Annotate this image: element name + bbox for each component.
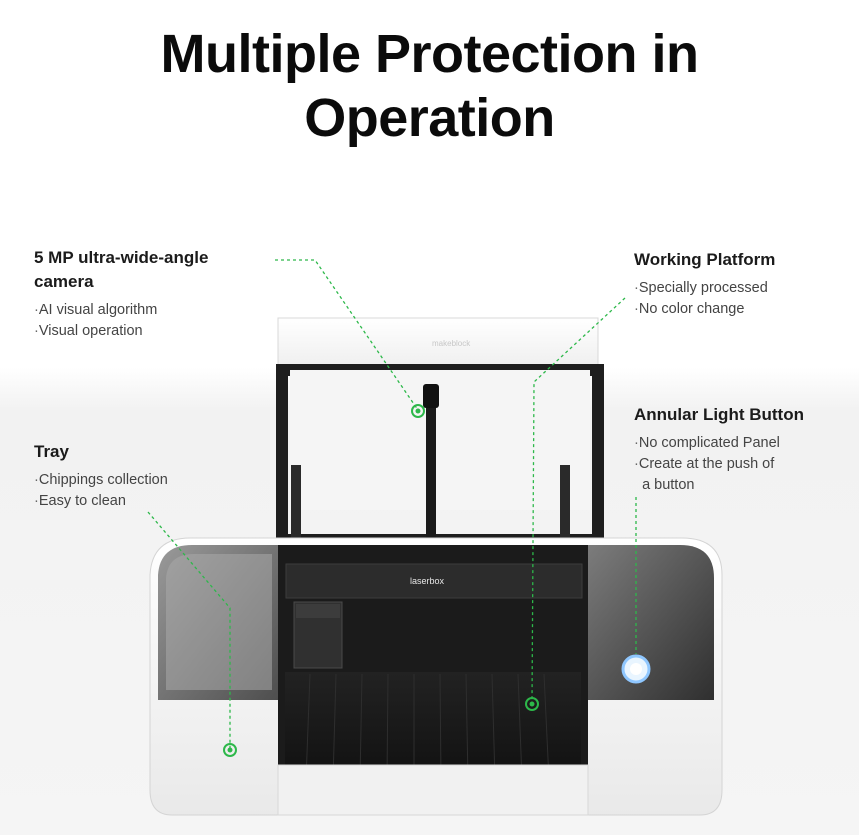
feature-camera-bullets: AI visual algorithm Visual operation: [34, 300, 274, 342]
camera-callout-line: [275, 259, 419, 411]
tray-panel-highlight: [166, 554, 272, 690]
lid-strut-left: [291, 465, 301, 550]
bullet-item: Create at the push of: [634, 454, 854, 475]
feature-light-heading: Annular Light Button: [634, 405, 804, 424]
light-button-center: [630, 663, 642, 675]
front-face: [277, 764, 589, 816]
bullet-item: Easy to clean: [34, 491, 234, 512]
camera-icon: [423, 384, 439, 408]
bullet-item: AI visual algorithm: [34, 300, 274, 321]
page-title: Multiple Protection in Operation: [0, 22, 859, 150]
feature-light-bullets: No complicated Panel Create at the push …: [634, 433, 854, 496]
tray-callout-dot: [223, 743, 237, 757]
tray-callout-line: [147, 511, 231, 749]
gantry: [285, 563, 583, 599]
platform-callout-line: [531, 297, 626, 704]
feature-camera-heading: 5 MP ultra-wide-angle camera: [34, 246, 274, 294]
working-platform: [285, 672, 581, 780]
feature-tray-heading: Tray: [34, 442, 69, 461]
page-title-line-2: Operation: [304, 88, 555, 148]
lid-brand-text: makeblock: [432, 339, 471, 348]
bullet-item: Chippings collection: [34, 470, 234, 491]
callout-lines: [147, 259, 637, 749]
lid-top-panel: [277, 317, 599, 371]
bullet-item: No complicated Panel: [634, 433, 854, 454]
bullet-item: Specially processed: [634, 278, 854, 299]
platform-callout-dot: [525, 697, 539, 711]
feature-platform-heading: Working Platform: [634, 250, 776, 269]
feature-camera-heading-line-1: 5 MP ultra-wide-angle: [34, 248, 209, 267]
machine-body: laserbox: [149, 537, 723, 816]
camera-callout-dot: [411, 404, 425, 418]
lid-strut-right: [560, 465, 570, 550]
bullet-item: No color change: [634, 299, 854, 320]
lid: makeblock: [276, 317, 604, 550]
feature-tray-bullets: Chippings collection Easy to clean: [34, 470, 234, 512]
camera-arm: [426, 388, 436, 548]
feature-tray: Tray Chippings collection Easy to clean: [34, 440, 234, 512]
laser-head-top: [296, 604, 340, 618]
control-panel: [588, 545, 714, 700]
callout-dots: [223, 404, 539, 757]
feature-light-button: Annular Light Button No complicated Pane…: [634, 403, 854, 496]
gantry-brand-text: laserbox: [410, 576, 445, 586]
feature-camera-heading-line-2: camera: [34, 272, 94, 291]
platform-grid: [305, 673, 550, 781]
lid-window: [290, 370, 590, 510]
feature-camera: 5 MP ultra-wide-angle camera AI visual a…: [34, 246, 274, 342]
feature-platform-bullets: Specially processed No color change: [634, 278, 854, 320]
bullet-item: Visual operation: [34, 321, 274, 342]
bullet-item-continuation: a button: [642, 477, 695, 493]
page-title-line-1: Multiple Protection in: [160, 24, 700, 84]
feature-working-platform: Working Platform Specially processed No …: [634, 248, 854, 320]
